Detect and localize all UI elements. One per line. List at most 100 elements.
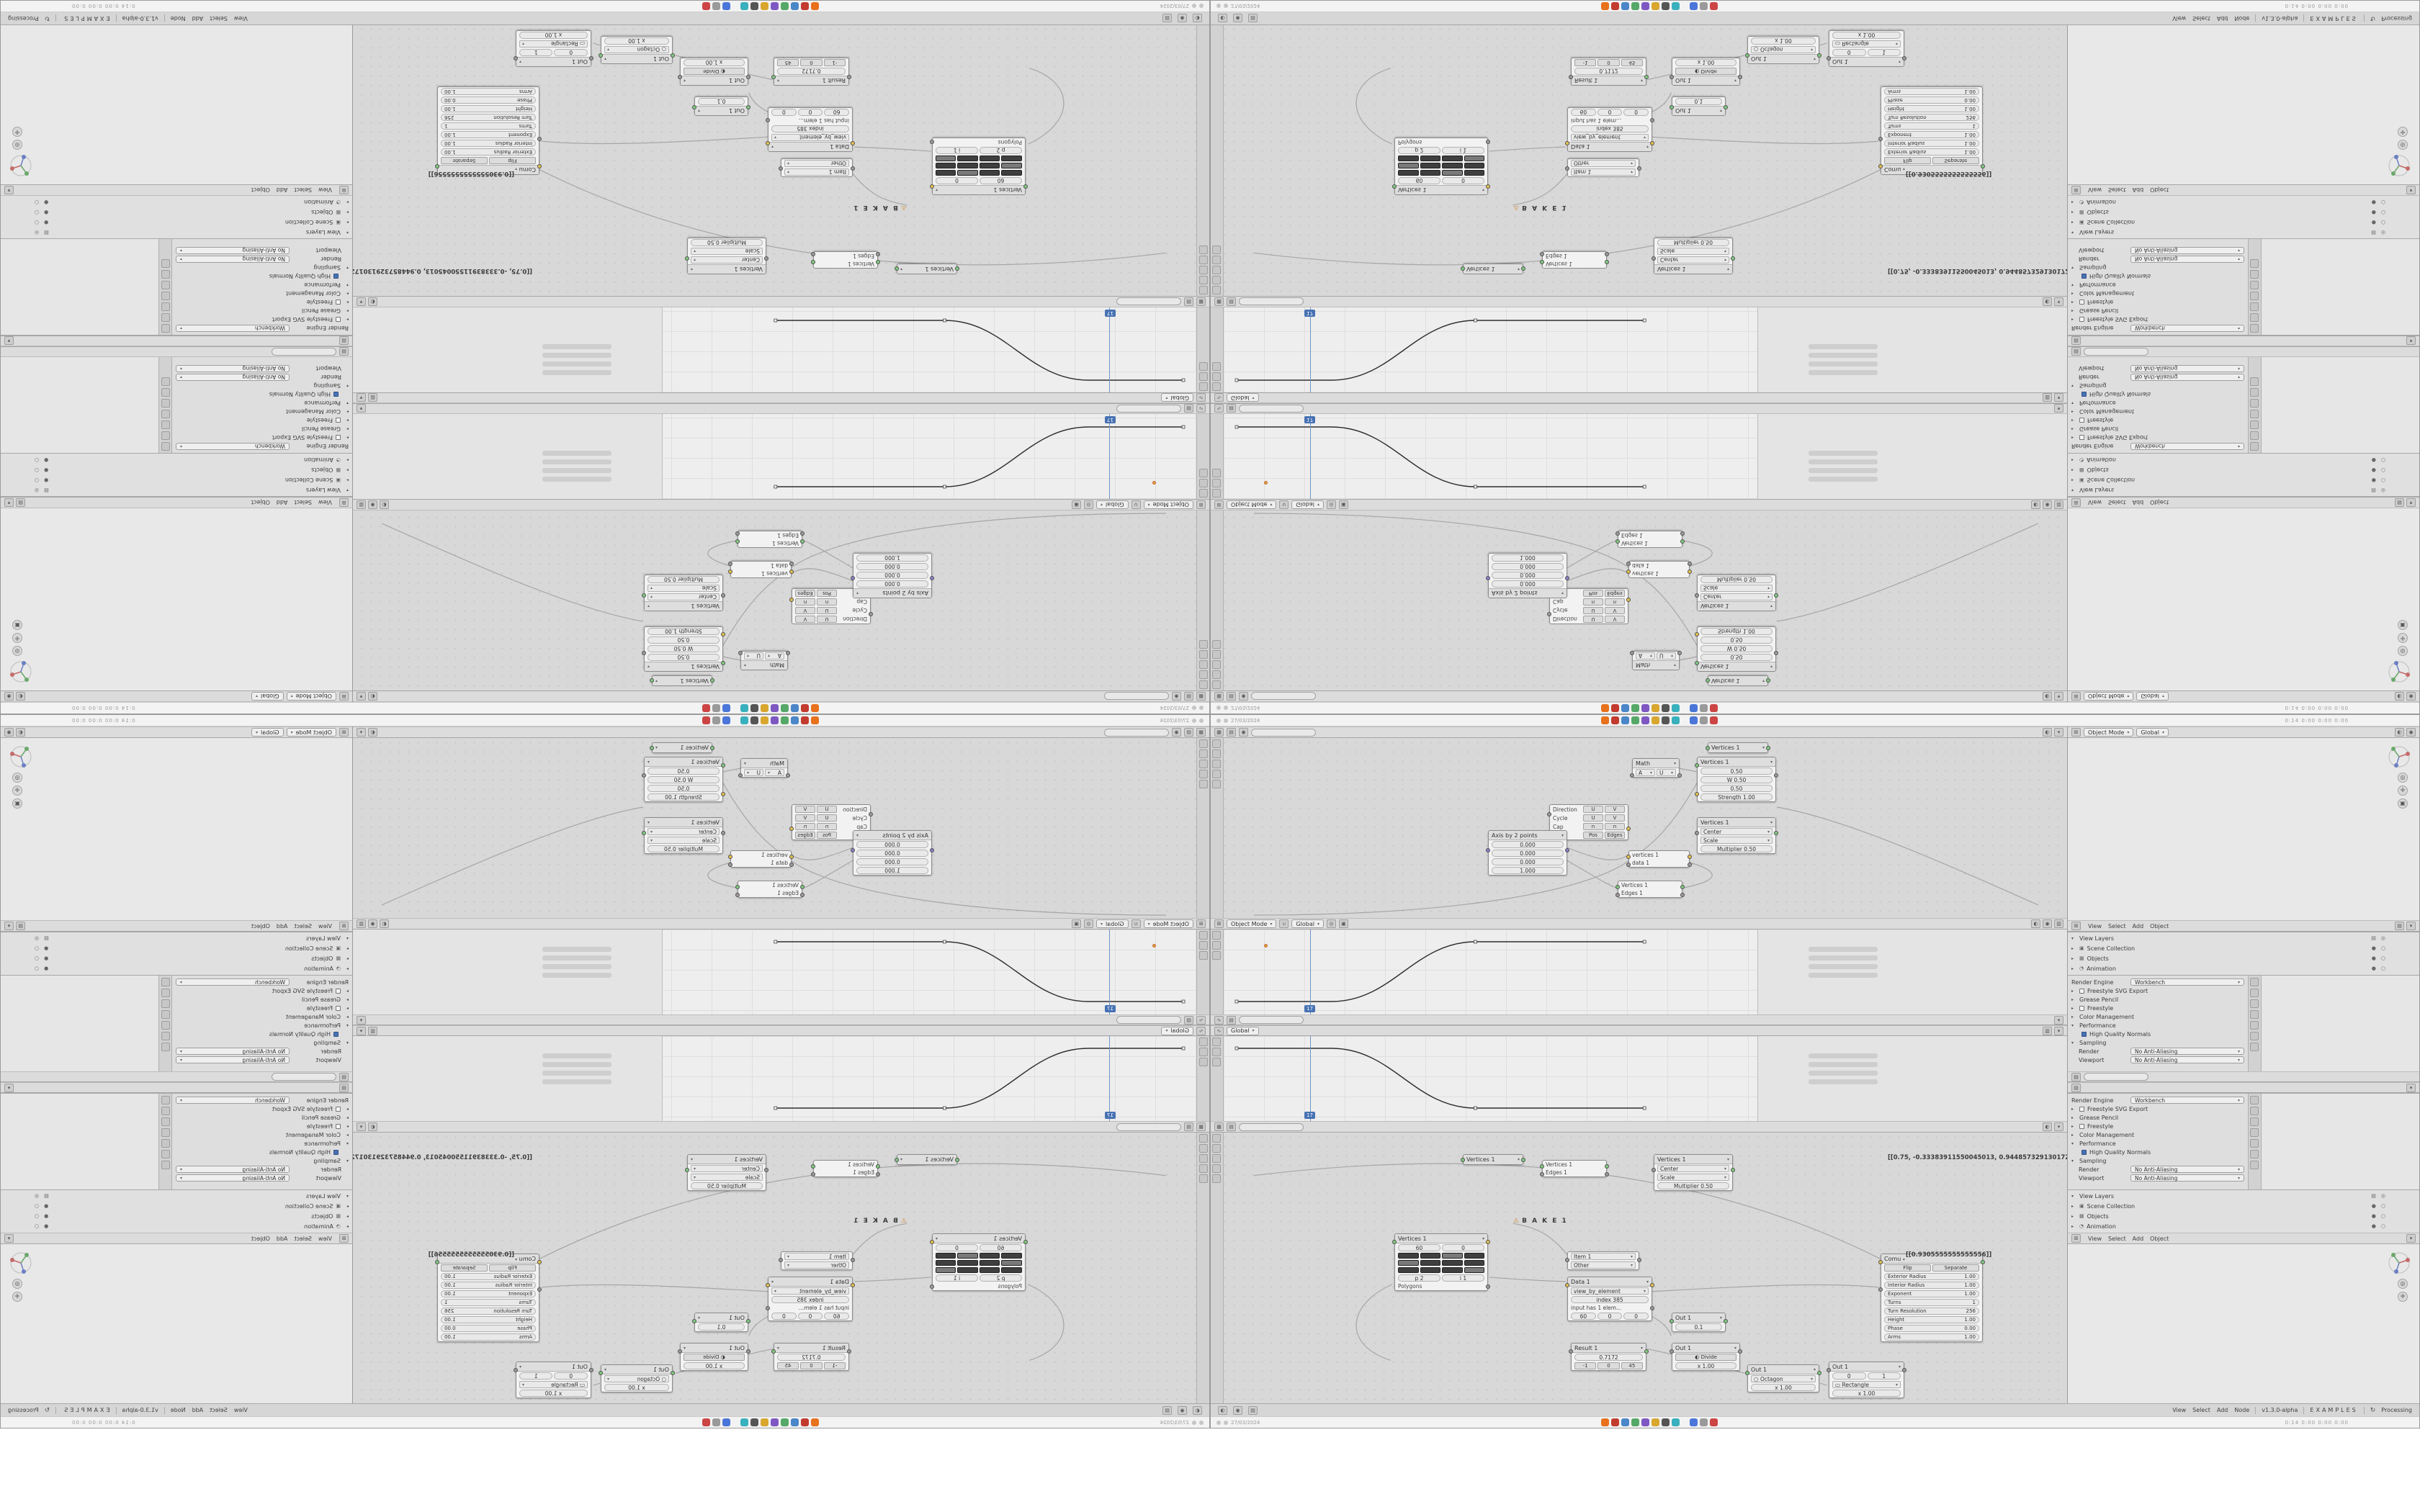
- tab-render-icon[interactable]: [161, 978, 170, 986]
- collapse-icon[interactable]: ▾: [684, 1345, 686, 1351]
- taskbar-app-icon[interactable]: [712, 716, 720, 724]
- xray-icon[interactable]: ▥: [357, 919, 366, 928]
- orientation-dropdown[interactable]: Global▾: [1096, 919, 1129, 928]
- chevron-right-icon[interactable]: ▸: [346, 966, 349, 971]
- make-pos-button[interactable]: Pos: [1583, 832, 1603, 839]
- section-freestyle-svg[interactable]: ▸Freestyle SVG Export: [2071, 434, 2148, 441]
- node-axis-by-2-points[interactable]: Axis by 2 points▾ 0.000 0.000 0.000 1.00…: [851, 830, 934, 876]
- shading-icon[interactable]: ◐: [2395, 692, 2404, 701]
- render-visibility-icon[interactable]: ○: [2380, 945, 2385, 951]
- chevron-right-icon[interactable]: ▸: [2071, 955, 2074, 961]
- value-field[interactable]: 0.1: [1675, 98, 1722, 105]
- move-tool-icon[interactable]: [1212, 246, 1221, 254]
- result-button[interactable]: -1: [823, 1362, 846, 1369]
- menu-select[interactable]: Select: [2192, 15, 2210, 22]
- node-vertices-data[interactable]: vertices 1 data 1: [728, 850, 794, 868]
- checkbox-checked[interactable]: [333, 1031, 339, 1037]
- channel-row[interactable]: [1809, 1071, 1878, 1076]
- strength-field[interactable]: Strength 1.00: [647, 793, 720, 801]
- checkbox[interactable]: [2079, 300, 2084, 305]
- collapse-icon[interactable]: ▾: [655, 678, 658, 683]
- strength-field[interactable]: Strength 1.00: [1700, 628, 1773, 635]
- i-field[interactable]: i 1: [936, 1274, 978, 1282]
- orientation-dropdown[interactable]: Global▾: [1227, 1026, 1259, 1035]
- fcurve-plot[interactable]: 17: [1224, 1036, 1758, 1121]
- options-icon[interactable]: ▾: [2406, 186, 2416, 194]
- make-edges-button[interactable]: Edges: [795, 832, 815, 839]
- taskbar-app-icon[interactable]: [1690, 1418, 1698, 1426]
- tab-modifier-icon[interactable]: [2250, 377, 2259, 386]
- value-field[interactable]: W 0.50: [647, 776, 720, 783]
- tab-output-icon[interactable]: [2250, 1107, 2259, 1115]
- filter-icon[interactable]: ▤: [1227, 1015, 1236, 1025]
- annotate-tool-icon[interactable]: [1199, 660, 1208, 669]
- editor-type-icon[interactable]: ⊞: [339, 186, 349, 194]
- i-field[interactable]: i 1: [936, 147, 978, 154]
- checkbox-checked[interactable]: [333, 1149, 339, 1155]
- search-icon[interactable]: ◎: [2380, 1193, 2385, 1199]
- visibility-eye-icon[interactable]: ●: [44, 1213, 49, 1219]
- options-icon[interactable]: ▾: [2054, 692, 2063, 701]
- value-field[interactable]: 0: [936, 1244, 978, 1251]
- hq-normals-row[interactable]: High Quality Normals: [176, 1148, 349, 1156]
- collapse-icon[interactable]: ▾: [647, 759, 650, 765]
- divide-toggle[interactable]: ◐ Divide: [1675, 1354, 1736, 1361]
- taskbar-app-icon[interactable]: [1611, 2, 1620, 10]
- p-field[interactable]: p 2: [980, 1274, 1022, 1282]
- node-vertices-collapsed[interactable]: Vertices 1▾: [650, 675, 714, 686]
- item-select[interactable]: Other▾: [784, 1261, 849, 1269]
- editor-type-icon[interactable]: ∿: [1214, 1015, 1224, 1025]
- editor-type-icon[interactable]: ▦: [1214, 297, 1224, 306]
- value-field[interactable]: 0: [771, 109, 797, 116]
- fcurve-plot[interactable]: 17: [662, 414, 1196, 499]
- node-vertices-mapping[interactable]: Vertices 1▾ Center▾ Scale▾ Multiplier 0.…: [685, 1154, 768, 1191]
- cycle-u-button[interactable]: U: [1583, 607, 1603, 614]
- toggle-cell[interactable]: [1442, 1253, 1463, 1259]
- orientation-dropdown[interactable]: Global▾: [1096, 500, 1129, 509]
- search-icon[interactable]: ◎: [35, 230, 40, 235]
- tree-icon[interactable]: ▤: [1227, 692, 1236, 701]
- node-vertices-mapping[interactable]: Vertices 1▾ Center▾ Scale▾ Multiplier 0.…: [685, 238, 768, 274]
- x-field[interactable]: x 1.00: [1675, 1362, 1736, 1369]
- tab-render-icon[interactable]: [161, 442, 170, 451]
- menu-object[interactable]: Object: [251, 186, 270, 194]
- toggle-cell[interactable]: [1398, 1260, 1419, 1266]
- p-field[interactable]: p 2: [1398, 147, 1440, 154]
- cycle-u-button[interactable]: U: [1583, 814, 1603, 822]
- tab-scene-icon[interactable]: [2250, 292, 2259, 300]
- visibility-eye-icon[interactable]: ●: [2371, 1203, 2376, 1209]
- checkbox-checked[interactable]: [2081, 1149, 2087, 1155]
- node-out-divide[interactable]: Out 1▾ ◐ Divide x 1.00: [678, 58, 750, 86]
- taskbar-app-icon[interactable]: [722, 1418, 730, 1426]
- taskbar-app-icon[interactable]: [1611, 704, 1620, 712]
- section-freestyle[interactable]: ▸Freestyle: [306, 417, 349, 424]
- node-menu-select[interactable]: Comu ▾: [1884, 166, 1905, 174]
- node-vertices-data[interactable]: vertices 1 data 1: [1626, 850, 1692, 868]
- graph-editor-1[interactable]: 17: [353, 930, 1209, 1014]
- editor-type-icon[interactable]: ⊞: [1196, 500, 1206, 509]
- collapse-icon[interactable]: ▾: [1770, 759, 1773, 765]
- visibility-eye-icon[interactable]: ●: [44, 966, 49, 971]
- render-engine-dropdown[interactable]: Workbench▾: [176, 978, 290, 986]
- render-visibility-icon[interactable]: ○: [35, 1223, 40, 1229]
- normalize-icon[interactable]: ▥: [2043, 393, 2052, 402]
- links-cut-tool-icon[interactable]: [1212, 770, 1221, 778]
- result-button[interactable]: 45: [1621, 1362, 1643, 1369]
- toggle-cell[interactable]: [1464, 156, 1484, 161]
- window-control-icon[interactable]: [1224, 4, 1228, 9]
- search-input[interactable]: [1239, 405, 1304, 413]
- value-field[interactable]: 0: [1832, 49, 1866, 56]
- outliner-item-animation[interactable]: ▸ ◔ Animation ●○: [2071, 963, 2416, 973]
- node-vertices-collapsed[interactable]: Vertices 1▾: [1706, 742, 1770, 753]
- mode-dropdown[interactable]: Object Mode▾: [1227, 919, 1277, 928]
- value-field[interactable]: W 0.50: [647, 645, 720, 652]
- pan-hand-icon[interactable]: ✛: [2398, 1292, 2408, 1302]
- editor-type-icon[interactable]: ▤: [339, 1083, 349, 1092]
- menu-select[interactable]: Select: [2107, 499, 2126, 506]
- proportional-edit-icon[interactable]: ◎: [1084, 500, 1094, 509]
- taskbar-app-icon[interactable]: [702, 2, 710, 10]
- menu-select[interactable]: Select: [294, 499, 313, 506]
- overlays-icon[interactable]: ◉: [368, 500, 377, 509]
- value-field[interactable]: 60: [1398, 1244, 1440, 1251]
- p-field[interactable]: p 2: [980, 147, 1022, 154]
